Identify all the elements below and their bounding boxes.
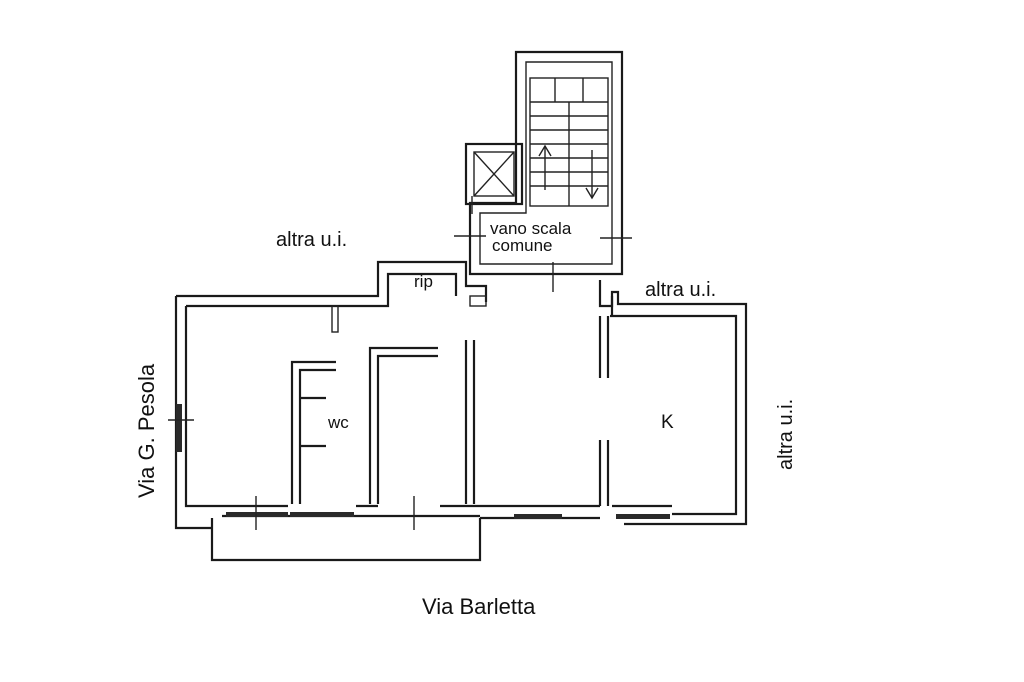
other-unit-label-top-right: altra u.i. <box>645 279 716 301</box>
stair-treads <box>530 78 608 187</box>
street-label-left: Via G. Pesola <box>134 363 159 498</box>
street-label-bottom: Via Barletta <box>422 594 536 619</box>
landing-label: rip <box>414 272 433 291</box>
stair-label: vano scala <box>490 219 572 238</box>
elevator-shaft <box>464 142 524 206</box>
stair-axis-marks <box>454 196 632 292</box>
stair-down-arrow <box>585 150 599 200</box>
stair-sublabel: comune <box>492 236 552 255</box>
other-unit-label-top-left: altra u.i. <box>276 229 347 251</box>
apartment-outline <box>174 260 748 530</box>
dimension-ticks <box>255 496 415 530</box>
bottom-facade <box>210 504 672 562</box>
bathroom-label: wc <box>327 413 349 432</box>
left-facade-openings <box>168 404 194 452</box>
stair-up-arrow <box>538 144 552 190</box>
interior-walls <box>290 295 610 506</box>
kitchen-label: K <box>661 412 674 433</box>
other-unit-label-right: altra u.i. <box>775 399 797 470</box>
